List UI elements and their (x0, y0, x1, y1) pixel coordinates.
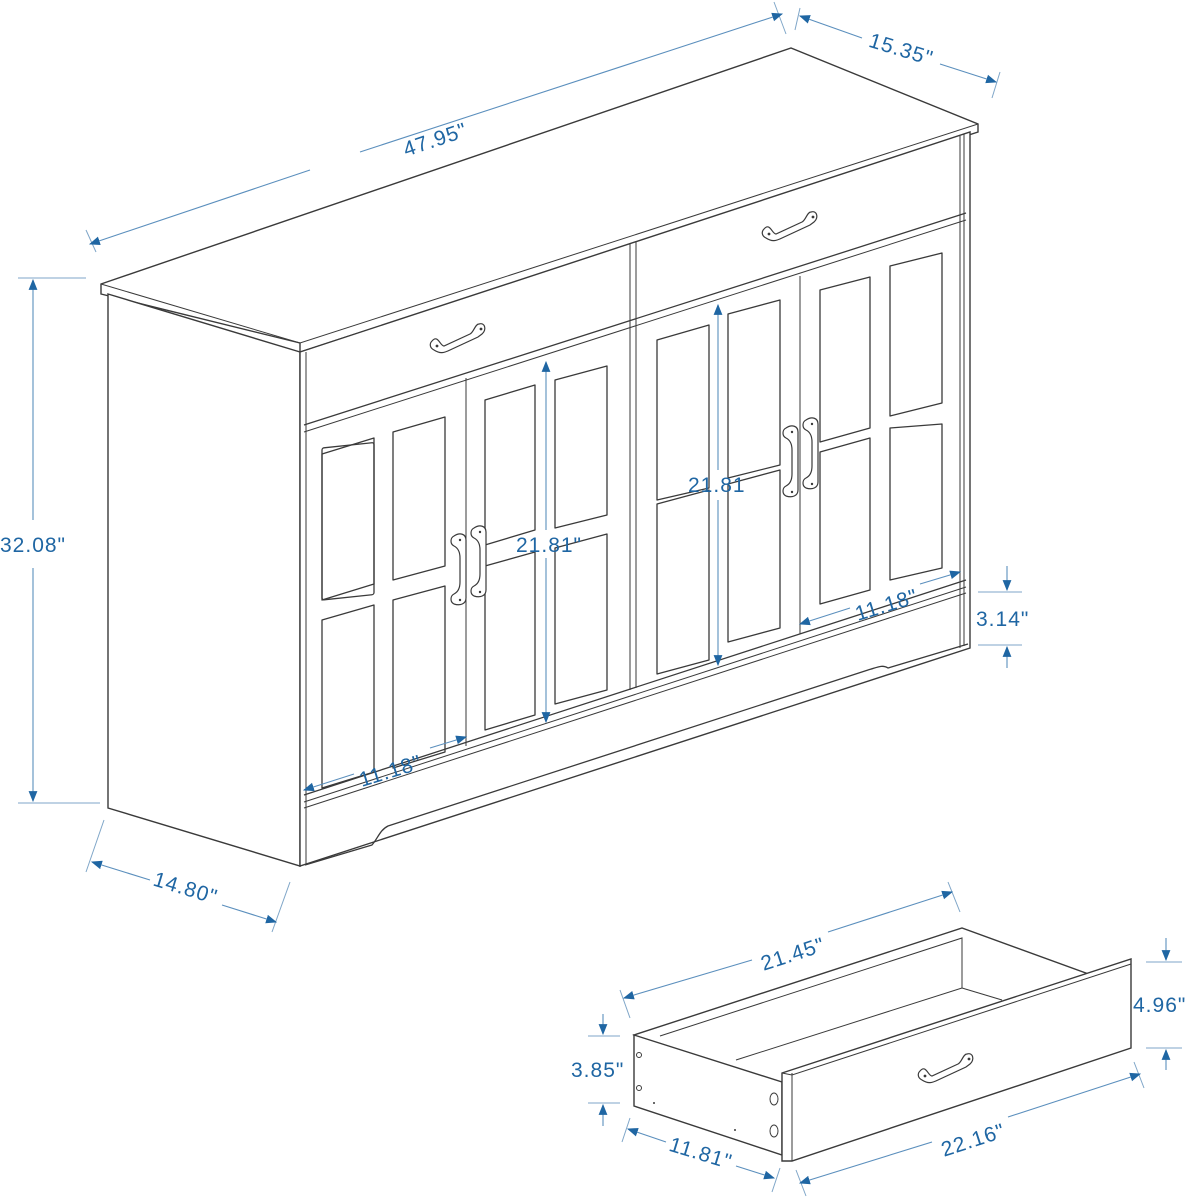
dim-drawer-side-depth-label: 11.81" (666, 1133, 734, 1174)
door-right-inner (819, 252, 943, 605)
drawer-front-panel (781, 958, 1132, 1162)
door-left-inner (484, 365, 608, 731)
detached-drawer (632, 927, 1132, 1162)
cabinet-front (299, 131, 971, 867)
base-cutout (304, 643, 969, 866)
cabinet-side-panel (107, 293, 301, 867)
dim-drawer-length-label: 21.45" (758, 933, 828, 975)
door-right-outer (656, 276, 801, 675)
dim-depth-top-label: 15.35" (866, 29, 936, 70)
dim-door-height-left-label: 21.81" (516, 534, 582, 557)
dim-depth-side-label: 14.80" (151, 868, 221, 909)
dim-base-height-label: 3.14" (976, 608, 1029, 631)
cabinet (100, 47, 979, 867)
dim-drawer-front-width-label: 22.16" (938, 1119, 1008, 1161)
dim-width-label: 47.95" (400, 119, 470, 162)
dim-height-label: 32.08" (0, 534, 66, 557)
dim-drawer-side-height-label: 3.85" (571, 1059, 624, 1082)
dim-door-height-right-label: 21.81 (688, 474, 746, 497)
dim-drawer-front-height-label: 4.96" (1133, 994, 1186, 1017)
